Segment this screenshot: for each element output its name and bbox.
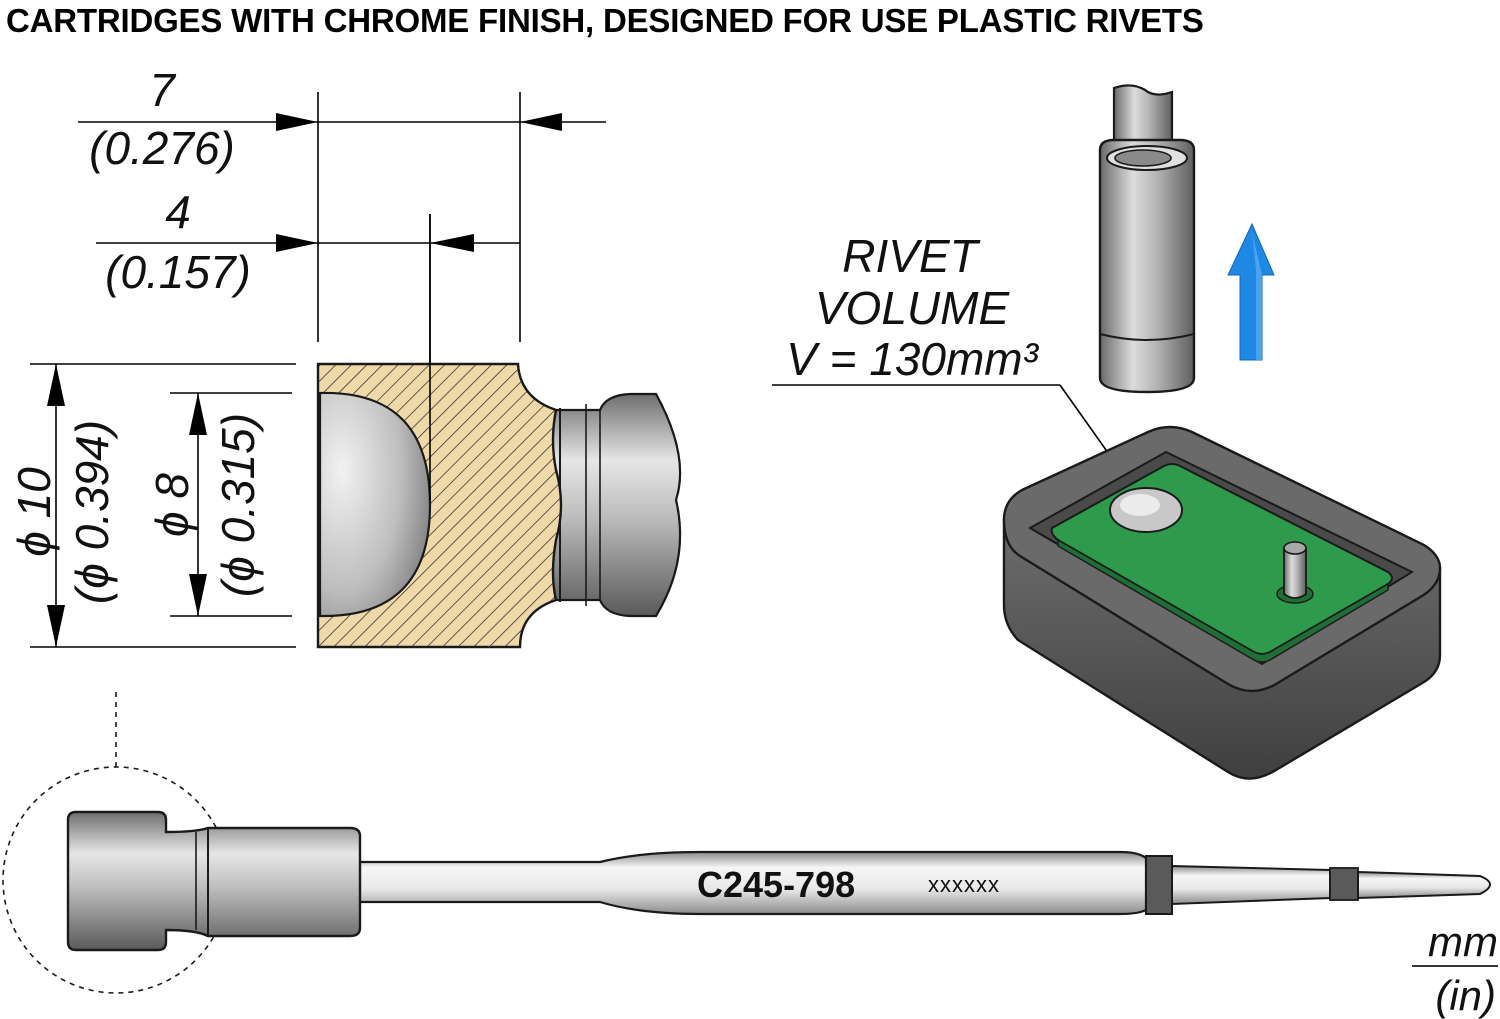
rivet-note-line2: VOLUME (815, 282, 1011, 334)
dimension-length-cavity-mm: 4 (165, 186, 191, 238)
dimension-outer-diameter-in: (ϕ 0.394) (66, 420, 118, 604)
rivet-note-line3: V = 130mm³ (786, 333, 1039, 385)
dimension-cavity-diameter: ϕ 8 (ϕ 0.315) (146, 393, 264, 616)
dimension-length-cavity: 4 (0.157) (96, 186, 520, 298)
unit-imperial: (in) (1435, 972, 1496, 1019)
rivet-cup-cavity (318, 391, 432, 618)
page-title: CARTRIDGES WITH CHROME FINISH, DESIGNED … (6, 2, 1204, 39)
unit-metric: mm (1428, 918, 1498, 965)
rivet-volume-note: RIVET VOLUME V = 130mm³ (772, 230, 1146, 506)
dimension-cavity-diameter-in: (ϕ 0.315) (212, 413, 264, 597)
dimension-length-cavity-in: (0.157) (105, 246, 251, 298)
section-view: 7 (0.276) 4 (0.157) ϕ 10 (ϕ 0.394) (8, 64, 682, 649)
dimension-length-total-mm: 7 (149, 64, 176, 116)
tip-shank-detail (546, 392, 682, 618)
lift-arrow-icon (1227, 222, 1275, 361)
dimension-cavity-diameter-mm: ϕ 8 (146, 473, 198, 537)
dimension-length-total: 7 (0.276) (78, 64, 606, 174)
soldering-tip-sleeve (1098, 84, 1196, 394)
rivet-note-line1: RIVET (842, 230, 980, 282)
dimension-length-total-in: (0.276) (89, 122, 235, 174)
dimension-outer-diameter: ϕ 10 (ϕ 0.394) (8, 364, 118, 647)
part-number: C245-798 (697, 864, 855, 905)
rivet-pin (1276, 541, 1314, 604)
serial-number: xxxxxx (928, 872, 1000, 897)
units-legend: mm (in) (1412, 918, 1498, 1019)
cartridge-drawing: C245-798 xxxxxx (2, 692, 1491, 994)
rivet-housing-assembly (1002, 425, 1442, 780)
dimension-outer-diameter-mm: ϕ 10 (8, 467, 60, 557)
